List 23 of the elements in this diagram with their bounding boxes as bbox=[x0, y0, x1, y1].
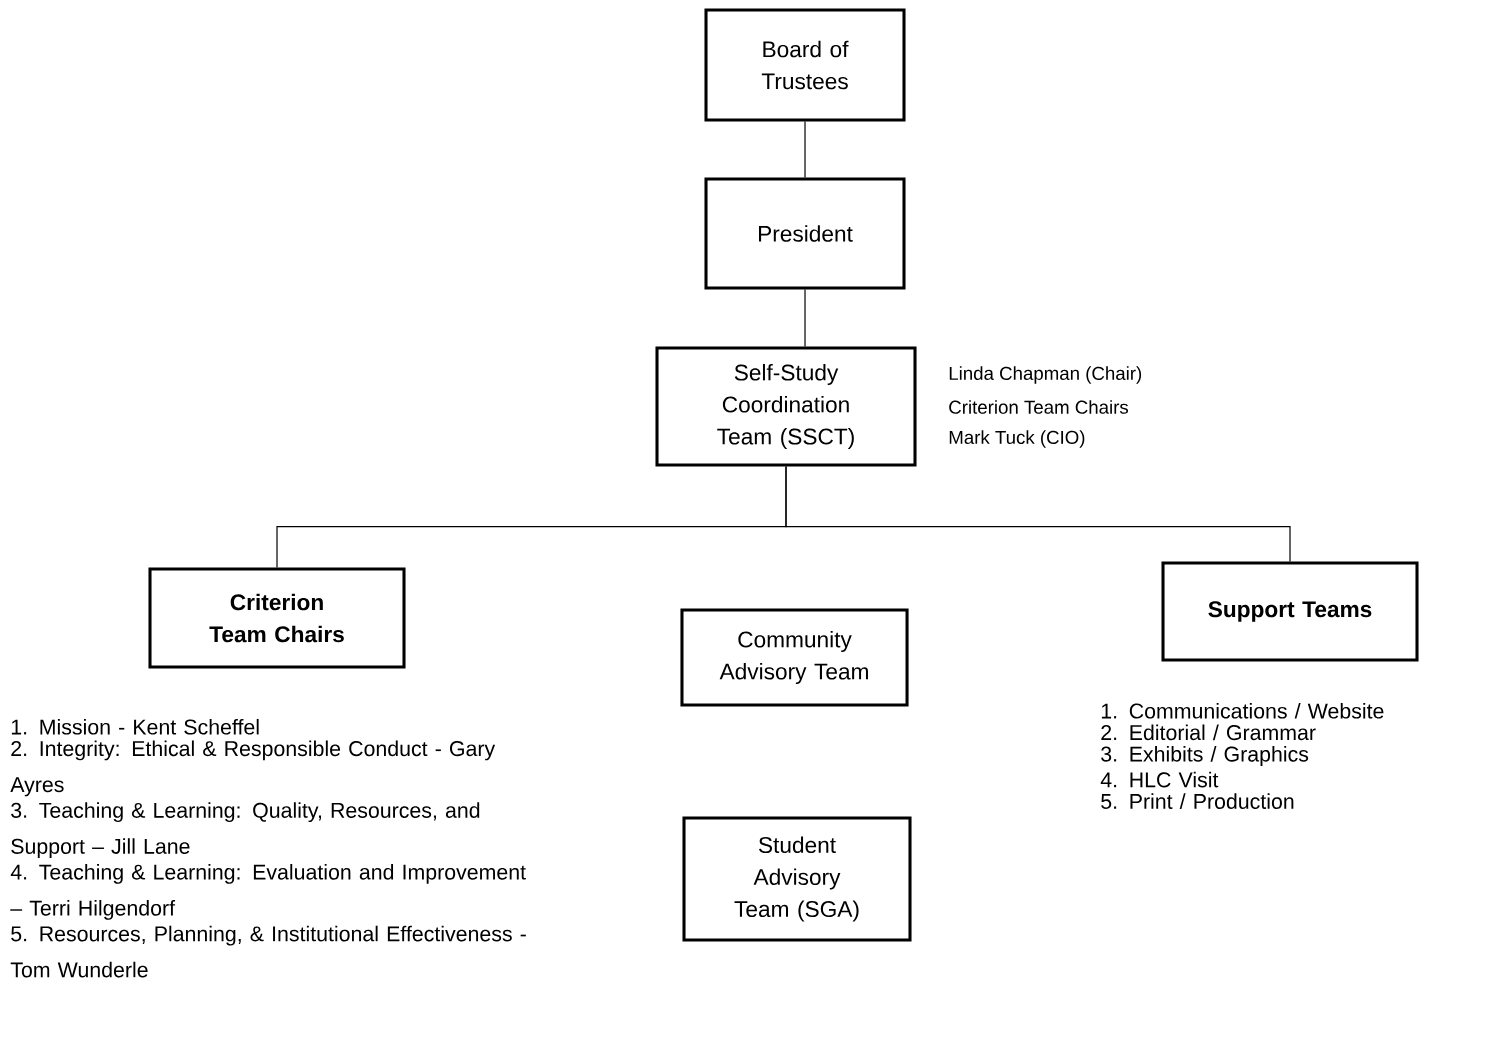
list-item: 1. Communications / Website bbox=[1101, 702, 1384, 719]
org-box: President bbox=[704, 177, 906, 290]
side-note: Linda Chapman (Chair) bbox=[949, 366, 1142, 384]
list-item: 5. Resources, Planning, & Institutional Effectiveness - Tom Wunderle bbox=[10, 925, 526, 978]
list-item: 1. Mission - Kent Scheffel bbox=[11, 718, 259, 735]
org-box: Board of Trustees bbox=[704, 8, 906, 122]
side-note: Mark Tuck (CIO) bbox=[949, 430, 1085, 448]
list-item: 4. HLC Visit bbox=[1100, 771, 1219, 788]
connector-line bbox=[804, 120, 806, 178]
list-item: 3. Exhibits / Graphics bbox=[1101, 746, 1309, 766]
org-box: Student Advisory Team (SGA) bbox=[682, 816, 912, 942]
org-box: Self-Study Coordination Team (SSCT) bbox=[655, 346, 917, 467]
list-item: 4. Teaching & Learning: Evaluation and Improvement – Terri Hilgendorf bbox=[10, 863, 526, 920]
side-note: Criterion Team Chairs bbox=[949, 400, 1129, 414]
list-item: 5. Print / Production bbox=[1101, 793, 1294, 809]
org-box: Support Teams bbox=[1161, 561, 1419, 662]
connector-line bbox=[785, 465, 1291, 562]
org-box: Community Advisory Team bbox=[680, 608, 909, 707]
list-item: 3. Teaching & Learning: Quality, Resources, and Support – Jill Lane bbox=[11, 802, 480, 859]
connector-line bbox=[804, 288, 806, 348]
list-item: 2. Integrity: Ethical & Responsible Conduct - Gary Ayres bbox=[10, 740, 496, 797]
list-item: 2. Editorial / Grammar bbox=[1101, 724, 1316, 741]
org-box: Criterion Team Chairs bbox=[148, 567, 406, 669]
